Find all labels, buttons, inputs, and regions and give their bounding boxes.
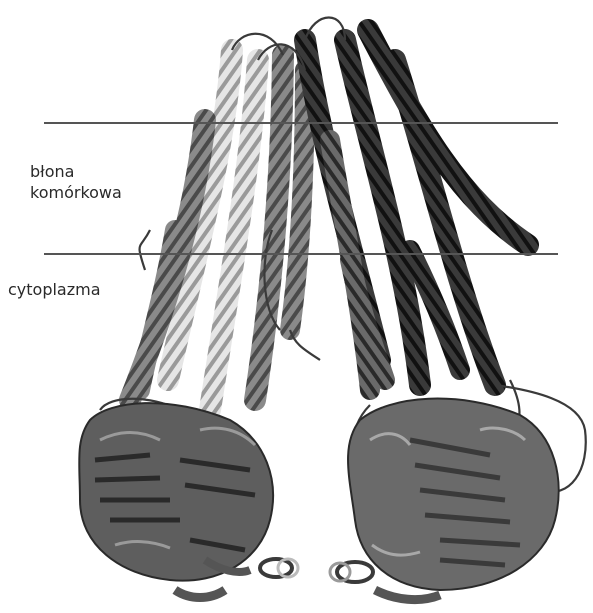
membrane-label-line2: komórkowa	[30, 182, 122, 203]
membrane-label: błona komórkowa	[30, 161, 122, 203]
bottom-small-helices	[260, 559, 373, 582]
right-helix-bundle	[305, 30, 528, 390]
left-helix-bundle	[130, 50, 305, 410]
left-cytoplasmic-domain	[79, 403, 273, 597]
cytoplasm-label: cytoplazma	[8, 279, 101, 300]
right-cytoplasmic-domain	[348, 399, 559, 600]
membrane-label-line1: błona	[30, 161, 122, 182]
